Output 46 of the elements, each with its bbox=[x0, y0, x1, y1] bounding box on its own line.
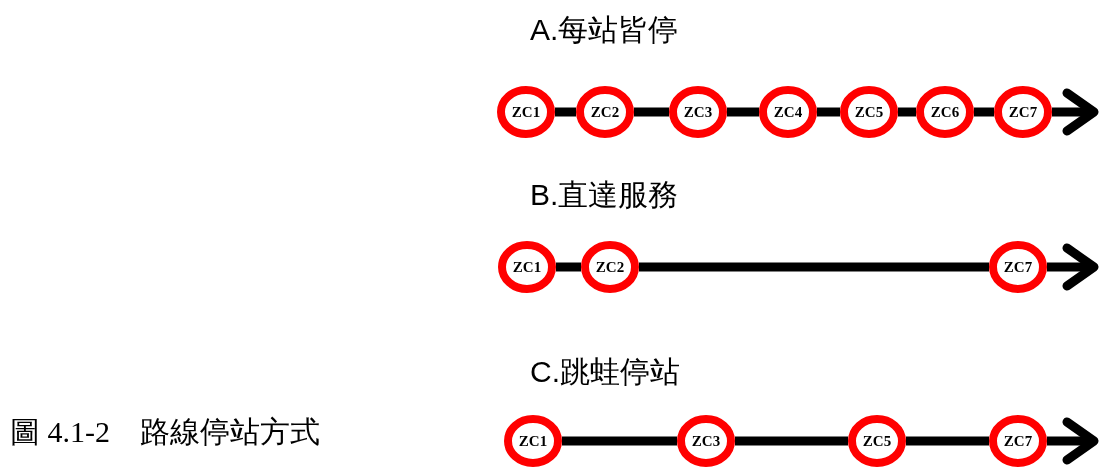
station-circle bbox=[994, 86, 1052, 138]
connector-line bbox=[817, 107, 840, 117]
station-label: ZC2 bbox=[595, 259, 625, 275]
connector-line bbox=[727, 107, 759, 117]
connector-line bbox=[735, 436, 848, 446]
station-circle bbox=[498, 241, 556, 293]
station-circle bbox=[916, 86, 974, 138]
station-circle bbox=[581, 241, 639, 293]
section-heading: A.每站皆停 bbox=[530, 12, 679, 48]
connector-line bbox=[639, 262, 989, 272]
station-label: ZC5 bbox=[862, 433, 892, 449]
section-heading: C.跳蛙停站 bbox=[530, 354, 680, 390]
station-label: ZC6 bbox=[930, 104, 960, 120]
station-circle bbox=[677, 415, 735, 467]
station-circle bbox=[848, 415, 906, 467]
arrow bbox=[1052, 88, 1099, 136]
station-label: ZC4 bbox=[773, 104, 803, 120]
station-label: ZC5 bbox=[854, 104, 884, 120]
section-heading: B.直達服務 bbox=[530, 177, 679, 213]
station-label: ZC3 bbox=[683, 104, 713, 120]
station-circle bbox=[504, 415, 562, 467]
station-label: ZC1 bbox=[518, 433, 548, 449]
station-label: ZC1 bbox=[511, 104, 541, 120]
connector-line bbox=[555, 107, 576, 117]
connector-line bbox=[562, 436, 677, 446]
station-label: ZC7 bbox=[1008, 104, 1038, 120]
station-circle bbox=[840, 86, 898, 138]
station-circle bbox=[989, 241, 1047, 293]
station-label: ZC7 bbox=[1003, 433, 1033, 449]
station-label: ZC2 bbox=[590, 104, 620, 120]
station-circle bbox=[669, 86, 727, 138]
connector-line bbox=[974, 107, 994, 117]
station-label: ZC3 bbox=[691, 433, 721, 449]
connector-line bbox=[556, 262, 581, 272]
connector-line bbox=[906, 436, 989, 446]
arrow bbox=[1047, 243, 1099, 291]
station-circle bbox=[759, 86, 817, 138]
connector-line bbox=[634, 107, 669, 117]
connector-line bbox=[898, 107, 916, 117]
station-label: ZC7 bbox=[1003, 259, 1033, 275]
station-circle bbox=[497, 86, 555, 138]
station-circle bbox=[989, 415, 1047, 467]
arrow bbox=[1047, 417, 1099, 465]
station-label: ZC1 bbox=[512, 259, 542, 275]
figure-caption: 圖 4.1-2 路線停站方式 bbox=[10, 414, 320, 450]
station-circle bbox=[576, 86, 634, 138]
